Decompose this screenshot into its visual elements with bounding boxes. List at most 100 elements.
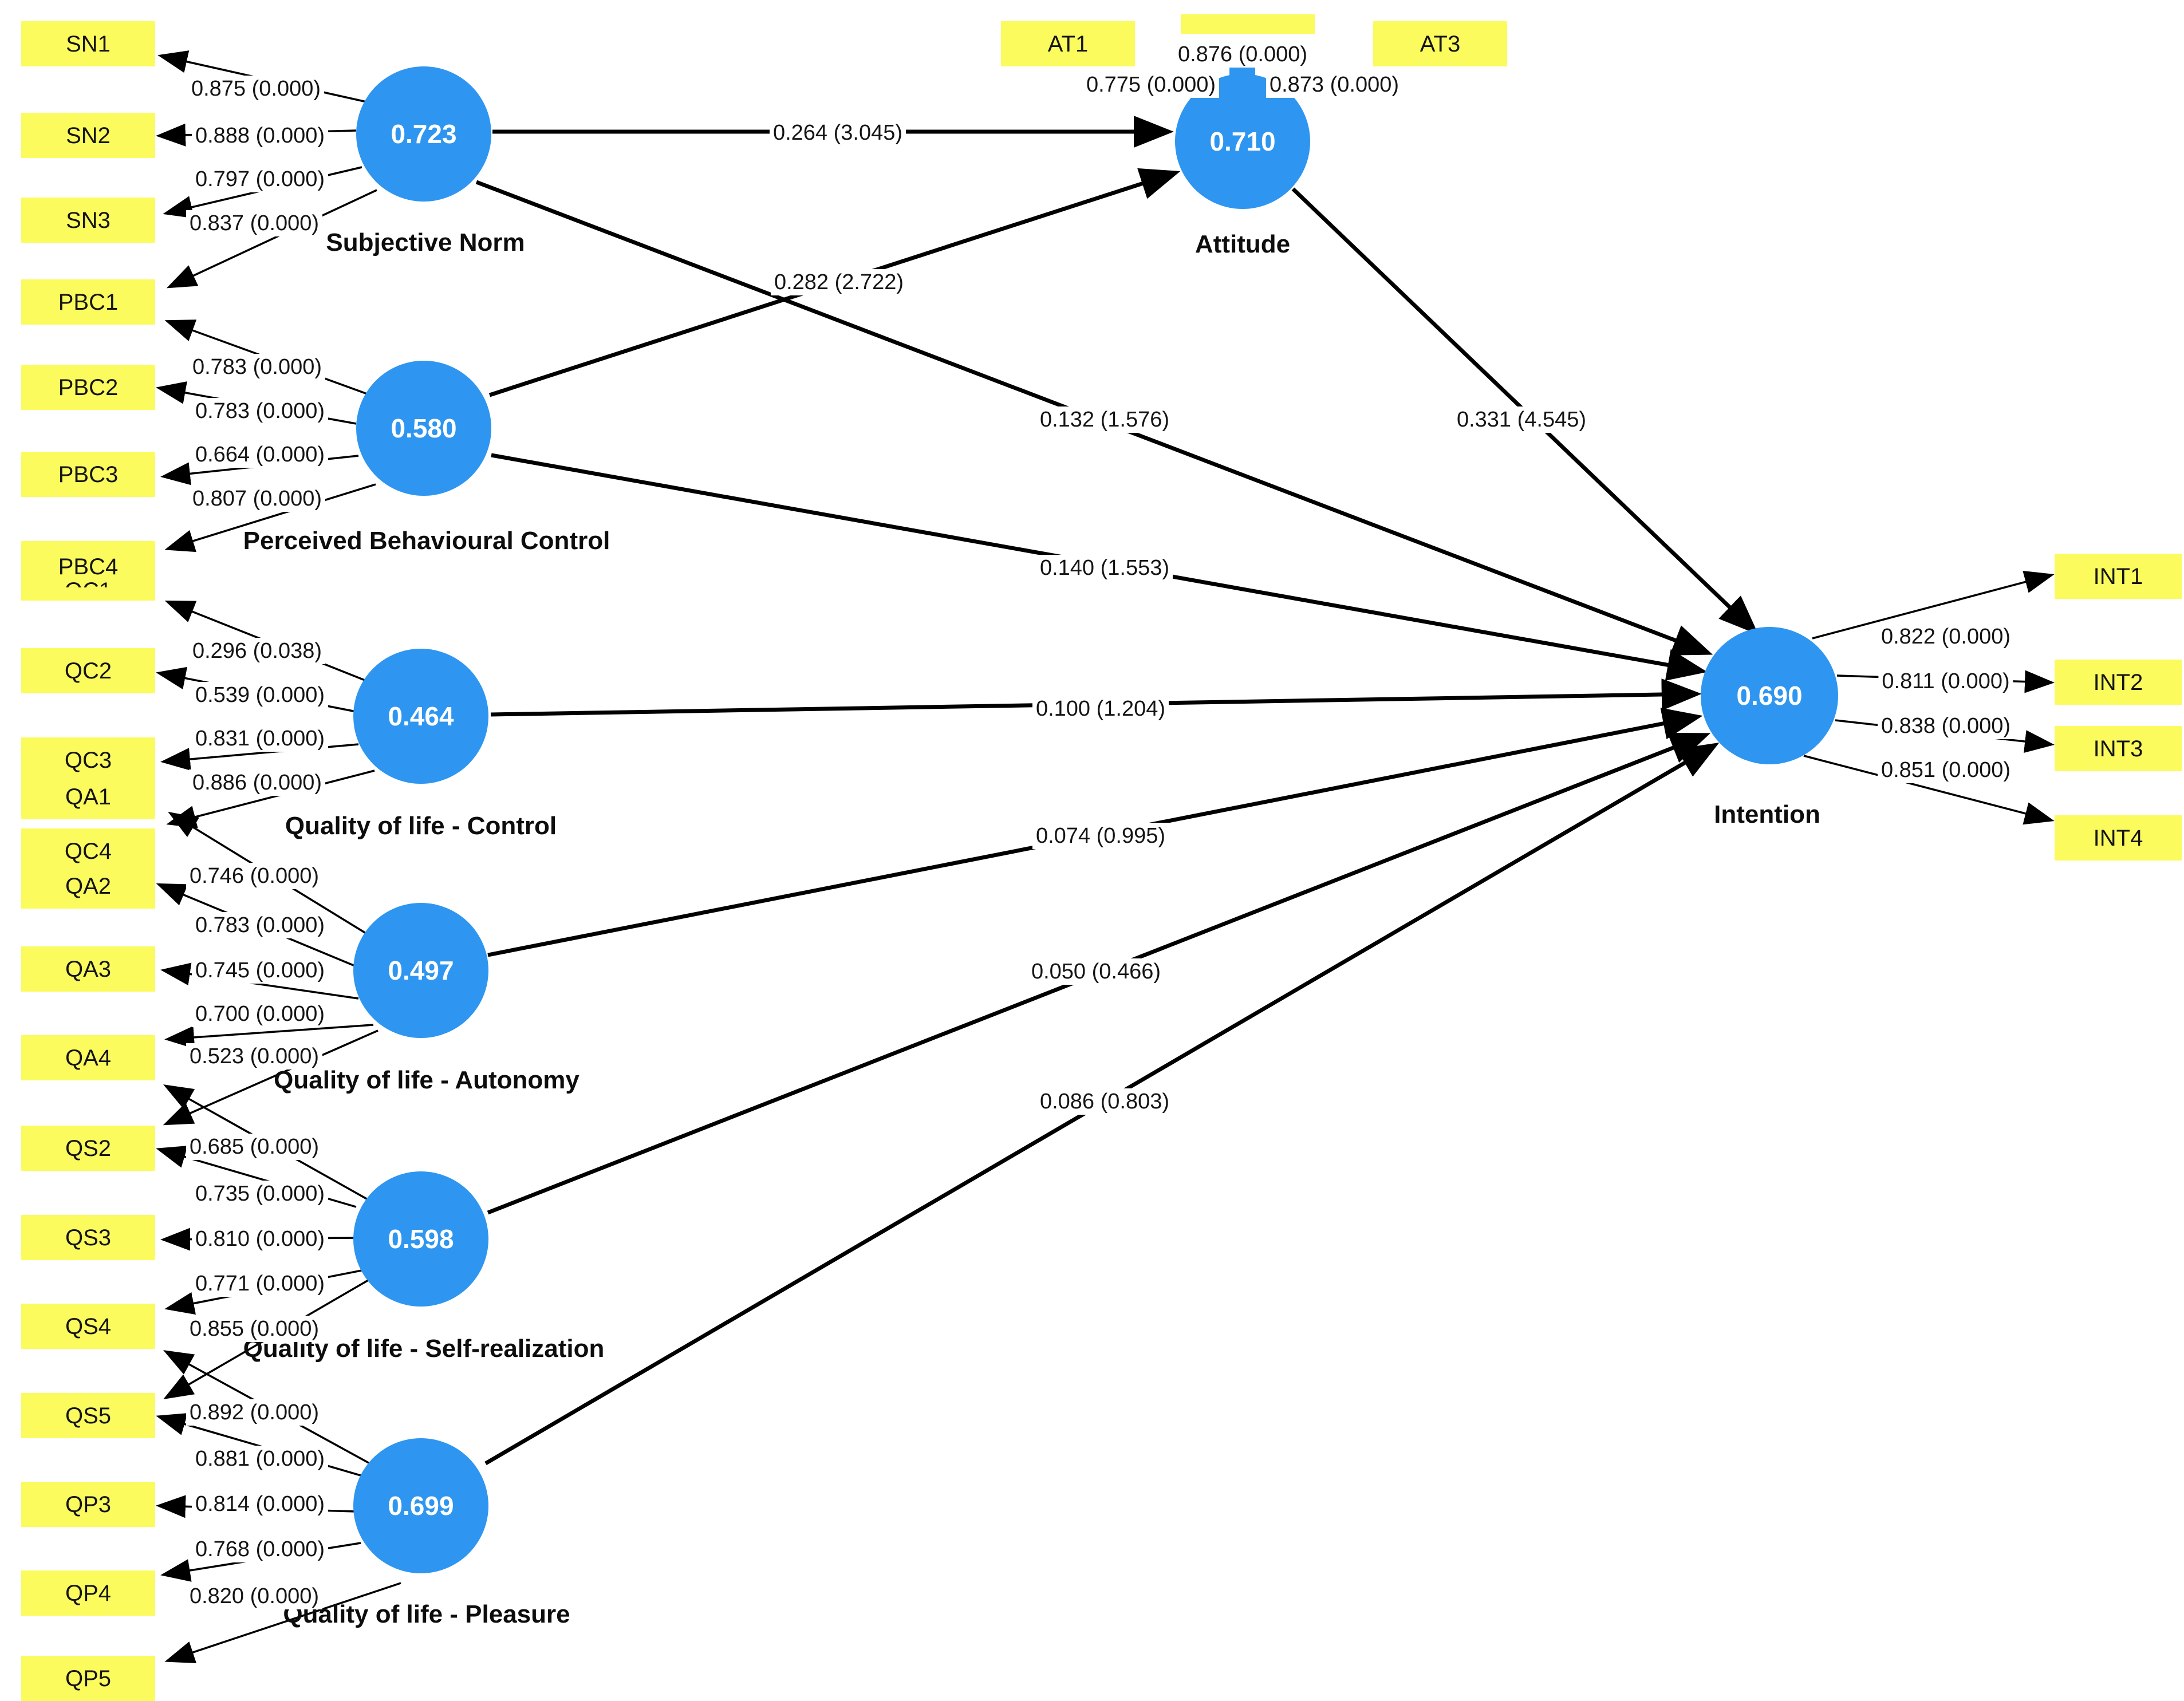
indicator-label: QA1 xyxy=(65,784,112,810)
indicator-label: SN1 xyxy=(66,31,111,57)
indicator-label: SN2 xyxy=(66,123,111,148)
indicator-box-PBC3: PBC3 xyxy=(21,452,155,497)
indicator-box-PBC2: PBC2 xyxy=(21,365,155,410)
loading-value-label: 0.768 (0.000) xyxy=(191,1536,329,1562)
indicator-box-QS5: QS5 xyxy=(21,1393,155,1438)
indicator-box-PBC1: PBC1 xyxy=(21,279,155,325)
loading-value-label: 0.685 (0.000) xyxy=(186,1134,323,1160)
indicator-label: PBC4 xyxy=(58,554,119,579)
indicator-box-PBC4: PBC4 QC1 xyxy=(21,541,155,601)
latent-node-subjective-norm: 0.723 xyxy=(356,66,491,202)
indicator-box-QC2: QC2 xyxy=(21,648,155,693)
indicator-box-QP4: QP4 xyxy=(21,1570,155,1616)
indicator-label: QC2 xyxy=(64,658,112,684)
loading-value-label: 0.881 (0.000) xyxy=(191,1446,329,1472)
path-coefficient-label: 0.074 (0.995) xyxy=(1032,823,1169,849)
indicator-label: PBC1 xyxy=(58,289,119,315)
path-coefficient-label: 0.331 (4.545) xyxy=(1453,406,1590,433)
path-coefficient-label: 0.264 (3.045) xyxy=(769,120,906,146)
loading-value-label: 0.886 (0.000) xyxy=(188,769,326,796)
indicator-label: PBC2 xyxy=(58,374,119,400)
indicator-label: INT4 xyxy=(2093,825,2143,851)
loading-value-label: 0.745 (0.000) xyxy=(191,957,329,984)
indicator-label: AT3 xyxy=(1420,31,1461,57)
indicator-box-SN2: SN2 xyxy=(21,113,155,158)
indicator-box-QS2: QS2 xyxy=(21,1126,155,1171)
indicator-box-QA2: QA2 xyxy=(21,863,155,909)
indicator-label: PBC3 xyxy=(58,461,119,487)
indicator-box-AT1: AT1 xyxy=(1001,21,1135,66)
latent-node-perceived-behavioural-control: 0.580 xyxy=(356,361,491,496)
loading-value-label: 0.810 (0.000) xyxy=(191,1226,329,1252)
indicator-box-INT1: INT1 xyxy=(2055,554,2182,599)
latent-node-qol-pleasure: 0.699 xyxy=(353,1438,488,1573)
indicator-box-QP5: QP5 xyxy=(21,1656,155,1701)
loading-value-label: 0.523 (0.000) xyxy=(186,1043,323,1069)
indicator-box-QP3: QP3 xyxy=(21,1482,155,1527)
indicator-label: QA4 xyxy=(65,1045,112,1071)
loading-value-label: 0.811 (0.000) xyxy=(1878,668,2013,694)
indicator-label: QS4 xyxy=(65,1313,112,1339)
loading-value-label: 0.807 (0.000) xyxy=(188,486,326,512)
r-squared-value: 0.710 xyxy=(1209,127,1276,156)
indicator-arrow xyxy=(166,189,377,289)
indicator-label: QS2 xyxy=(65,1135,112,1161)
loading-value-label: 0.296 (0.038) xyxy=(188,638,326,664)
loading-value-label: 0.783 (0.000) xyxy=(191,398,329,424)
indicator-arrow xyxy=(1812,570,2055,640)
latent-node-label-qol-pleasure: Quality of life - Pleasure xyxy=(283,1600,570,1628)
indicator-box-QA4: QA4 xyxy=(21,1035,155,1080)
latent-node-label-qol-autonomy: Quality of life - Autonomy xyxy=(274,1066,579,1094)
loading-value-label: 0.892 (0.000) xyxy=(186,1399,323,1426)
latent-node-intention: 0.690 xyxy=(1701,627,1838,764)
indicator-box-SN1: SN1 xyxy=(21,21,155,66)
loading-value-label: 0.876 (0.000) xyxy=(1174,41,1311,68)
indicator-label: QP3 xyxy=(65,1491,112,1517)
path-coefficient-label: 0.100 (1.204) xyxy=(1032,696,1169,722)
loading-value-label: 0.855 (0.000) xyxy=(186,1316,323,1342)
indicator-label: QA3 xyxy=(65,956,112,982)
loading-value-label: 0.783 (0.000) xyxy=(191,912,329,938)
indicator-arrow xyxy=(164,1582,401,1664)
latent-node-label-qol-control: Quality of life - Control xyxy=(285,812,557,840)
r-squared-value: 0.723 xyxy=(391,119,457,149)
indicator-label: QS5 xyxy=(65,1403,112,1428)
loading-value-label: 0.700 (0.000) xyxy=(191,1001,329,1027)
indicator-label: INT2 xyxy=(2093,669,2143,695)
loading-value-label: 0.873 (0.000) xyxy=(1266,72,1403,98)
latent-node-qol-self-realization: 0.598 xyxy=(353,1171,488,1307)
latent-node-label-attitude: Attitude xyxy=(1195,230,1291,258)
path-coefficient-label: 0.132 (1.576) xyxy=(1036,406,1173,433)
indicator-arrow xyxy=(1803,755,2055,825)
r-squared-value: 0.580 xyxy=(391,413,457,443)
r-squared-value: 0.464 xyxy=(388,701,454,731)
r-squared-value: 0.699 xyxy=(388,1491,454,1521)
indicator-label: QC3 xyxy=(64,747,112,773)
indicator-box-INT2: INT2 xyxy=(2055,660,2182,705)
latent-node-label-perceived-behavioural-control: Perceived Behavioural Control xyxy=(243,527,610,555)
loading-value-label: 0.831 (0.000) xyxy=(191,725,329,752)
loading-value-label: 0.888 (0.000) xyxy=(191,123,329,149)
loading-value-label: 0.735 (0.000) xyxy=(191,1181,329,1207)
indicator-box-QS4: QS4 xyxy=(21,1304,155,1349)
indicator-label: QS3 xyxy=(65,1225,112,1250)
indicator-label: QC4 xyxy=(64,838,112,864)
indicator-box-SN3: SN3 xyxy=(21,198,155,243)
path-coefficient-label: 0.140 (1.553) xyxy=(1036,555,1173,581)
overlapped-indicator-label: QC1 xyxy=(65,579,112,587)
loading-value-label: 0.875 (0.000) xyxy=(187,76,325,102)
latent-node-qol-control: 0.464 xyxy=(353,649,488,784)
indicator-box-QA1: QA1 xyxy=(21,774,155,819)
indicator-arrow xyxy=(164,1024,374,1049)
indicator-arrow xyxy=(166,769,375,828)
indicator-label: INT1 xyxy=(2093,563,2143,589)
path-coefficient-label: 0.086 (0.803) xyxy=(1036,1088,1173,1115)
loading-value-label: 0.797 (0.000) xyxy=(191,166,329,192)
loading-value-label: 0.746 (0.000) xyxy=(186,863,323,889)
path-coefficient-label: 0.050 (0.466) xyxy=(1027,958,1165,985)
r-squared-value: 0.690 xyxy=(1736,681,1803,711)
indicator-label: QA2 xyxy=(65,873,112,899)
loading-value-label: 0.851 (0.000) xyxy=(1877,757,2015,783)
r-squared-value: 0.598 xyxy=(388,1224,454,1254)
latent-node-label-subjective-norm: Subjective Norm xyxy=(326,228,525,256)
